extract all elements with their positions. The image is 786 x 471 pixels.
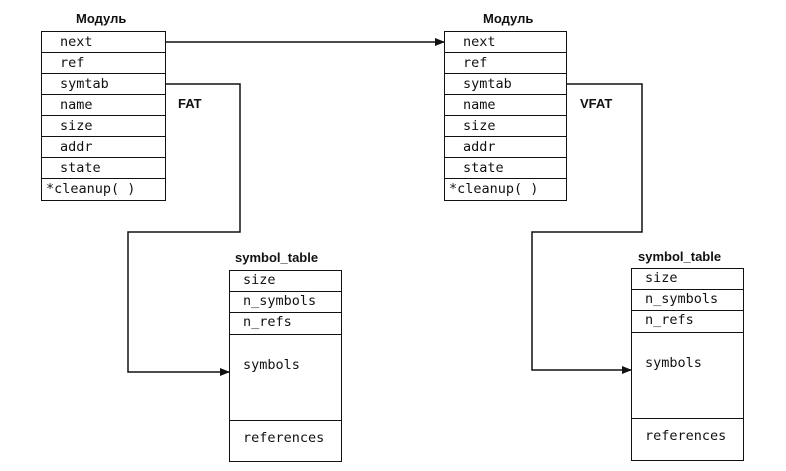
symtab-field-symbols: symbols <box>230 335 341 421</box>
module-field-name: name <box>445 95 566 116</box>
module-field-cleanup: *cleanup( ) <box>449 181 539 197</box>
module-field-state: state <box>445 158 566 179</box>
symtab-field-size: size <box>230 271 341 292</box>
module-title: Модуль <box>483 11 534 26</box>
module-field-size: size <box>445 116 566 137</box>
fs-label-vfat: VFAT <box>580 96 613 111</box>
module-field-addr: addr <box>42 137 165 158</box>
module-struct-vfat: next ref symtab name size addr state *cl… <box>444 31 567 201</box>
module-struct-fat: next ref symtab name size addr state *cl… <box>41 31 166 201</box>
module-field-addr: addr <box>445 137 566 158</box>
module-title: Модуль <box>76 11 127 26</box>
symtab-pointer-arrow-fat <box>127 83 241 376</box>
symtab-field-size: size <box>632 269 743 290</box>
module-field-size: size <box>42 116 165 137</box>
symtab-field-n-refs: n_refs <box>230 313 341 335</box>
module-field-next: next <box>42 32 165 53</box>
symtab-pointer-arrow-vfat <box>531 83 643 374</box>
symtab-field-n-symbols: n_symbols <box>632 290 743 311</box>
fs-label-fat: FAT <box>178 96 202 111</box>
symbol-table-fat: size n_symbols n_refs symbols references <box>229 270 342 462</box>
symbol-table-title: symbol_table <box>235 250 319 265</box>
symtab-field-references: references <box>645 428 727 444</box>
module-field-symtab: symtab <box>445 74 566 95</box>
module-field-state: state <box>42 158 165 179</box>
module-field-ref: ref <box>42 53 165 74</box>
symtab-field-n-refs: n_refs <box>632 311 743 333</box>
symbol-table-vfat: size n_symbols n_refs symbols references <box>631 268 744 461</box>
module-field-cleanup: *cleanup( ) <box>46 181 136 197</box>
symtab-field-symbols: symbols <box>632 333 743 419</box>
module-field-next: next <box>445 32 566 53</box>
module-field-ref: ref <box>445 53 566 74</box>
module-field-name: name <box>42 95 165 116</box>
module-field-symtab: symtab <box>42 74 165 95</box>
symtab-field-references: references <box>243 430 325 446</box>
symtab-field-n-symbols: n_symbols <box>230 292 341 313</box>
symbol-table-title: symbol_table <box>638 249 722 264</box>
